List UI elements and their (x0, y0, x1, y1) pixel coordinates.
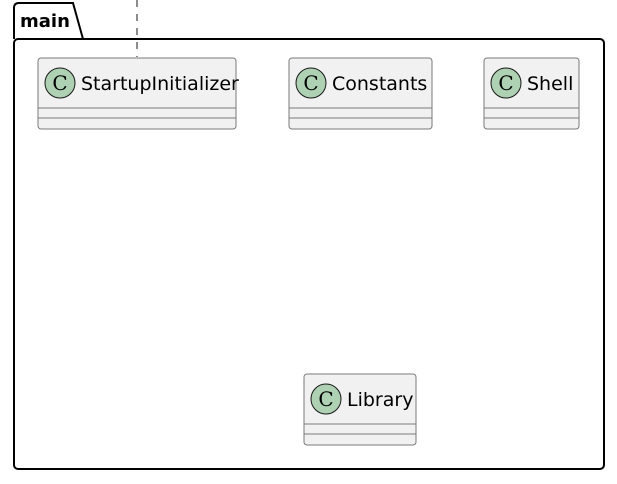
package-body (13, 38, 605, 470)
package-title: main (20, 11, 70, 32)
package-tab (13, 2, 84, 40)
class-library[interactable]: C Library (303, 373, 417, 446)
class-box (288, 57, 433, 130)
class-box (37, 57, 237, 130)
class-spot-icon (490, 67, 522, 99)
class-name: Shell (527, 73, 573, 95)
class-spot-letter: C (52, 71, 67, 95)
class-startup-initializer[interactable]: C StartupInitializer (37, 57, 239, 130)
class-spot-letter: C (303, 71, 318, 95)
class-spot-icon (44, 67, 76, 99)
class-spot-letter: C (498, 71, 513, 95)
class-name: StartupInitializer (81, 73, 239, 95)
class-name: Constants (332, 73, 427, 95)
class-spot-icon (295, 67, 327, 99)
class-shell[interactable]: C Shell (483, 57, 580, 130)
class-name: Library (347, 389, 413, 411)
package-main: main (13, 2, 605, 470)
class-spot-letter: C (318, 387, 333, 411)
class-spot-icon (310, 383, 342, 415)
class-constants[interactable]: C Constants (288, 57, 433, 130)
